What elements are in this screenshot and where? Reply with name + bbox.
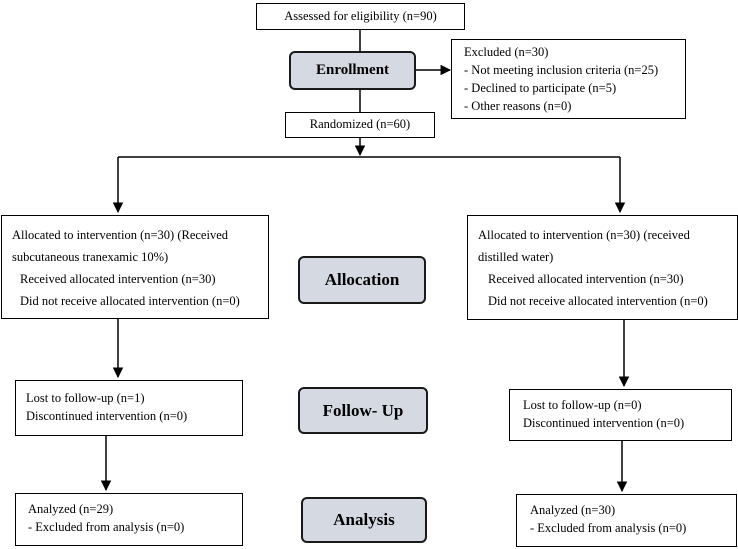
excluded-item: - Not meeting inclusion criteria (n=25) — [464, 63, 659, 77]
excluded-item: - Declined to participate (n=5) — [464, 81, 617, 95]
randomized-box: Randomized (n=60) — [285, 112, 435, 138]
assessed-box: Assessed for eligibility (n=90) — [256, 3, 465, 30]
left-allocation-line: Received allocated intervention (n=30) — [20, 272, 216, 286]
right-followup-line: Discontinued intervention (n=0) — [523, 416, 685, 430]
allocation-label: Allocation — [324, 270, 400, 289]
left-allocation-line: subcutaneous tranexamic 10%) — [12, 250, 169, 264]
analysis-stage: Analysis — [301, 497, 427, 543]
left-analysis-box: Analyzed (n=29) - Excluded from analysis… — [15, 493, 243, 546]
randomized-text: Randomized (n=60) — [309, 117, 411, 131]
right-allocation-line: Did not receive allocated intervention (… — [488, 294, 708, 308]
excluded-item: - Other reasons (n=0) — [464, 99, 572, 113]
right-analysis-box: Analyzed (n=30) - Excluded from analysis… — [516, 494, 737, 547]
right-analysis-line: - Excluded from analysis (n=0) — [530, 521, 687, 535]
left-followup-box: Lost to follow-up (n=1) Discontinued int… — [15, 380, 243, 436]
right-allocation-line: distilled water) — [478, 250, 554, 264]
right-allocation-line: Allocated to intervention (n=30) (receiv… — [478, 228, 690, 242]
assessed-text: Assessed for eligibility (n=90) — [284, 9, 437, 23]
enrollment-label: Enrollment — [315, 62, 390, 78]
left-allocation-line: Allocated to intervention (n=30) (Receiv… — [12, 228, 229, 242]
right-followup-line: Lost to follow-up (n=0) — [523, 398, 642, 412]
left-allocation-line: Did not receive allocated intervention (… — [20, 294, 240, 308]
excluded-title: Excluded (n=30) — [464, 45, 549, 59]
left-followup-line: Lost to follow-up (n=1) — [26, 391, 145, 405]
left-followup-line: Discontinued intervention (n=0) — [26, 409, 188, 423]
enrollment-stage: Enrollment — [289, 51, 416, 90]
allocation-stage: Allocation — [298, 256, 426, 304]
left-analysis-line: Analyzed (n=29) — [28, 502, 114, 516]
left-analysis-line: - Excluded from analysis (n=0) — [28, 520, 185, 534]
right-allocation-box: Allocated to intervention (n=30) (receiv… — [467, 215, 738, 320]
followup-stage: Follow- Up — [298, 387, 428, 434]
analysis-label: Analysis — [333, 510, 395, 529]
left-allocation-box: Allocated to intervention (n=30) (Receiv… — [1, 215, 269, 319]
right-allocation-line: Received allocated intervention (n=30) — [488, 272, 684, 286]
excluded-box: Excluded (n=30) - Not meeting inclusion … — [451, 39, 686, 119]
right-followup-box: Lost to follow-up (n=0) Discontinued int… — [509, 389, 732, 441]
right-analysis-line: Analyzed (n=30) — [530, 503, 616, 517]
followup-label: Follow- Up — [322, 400, 404, 420]
